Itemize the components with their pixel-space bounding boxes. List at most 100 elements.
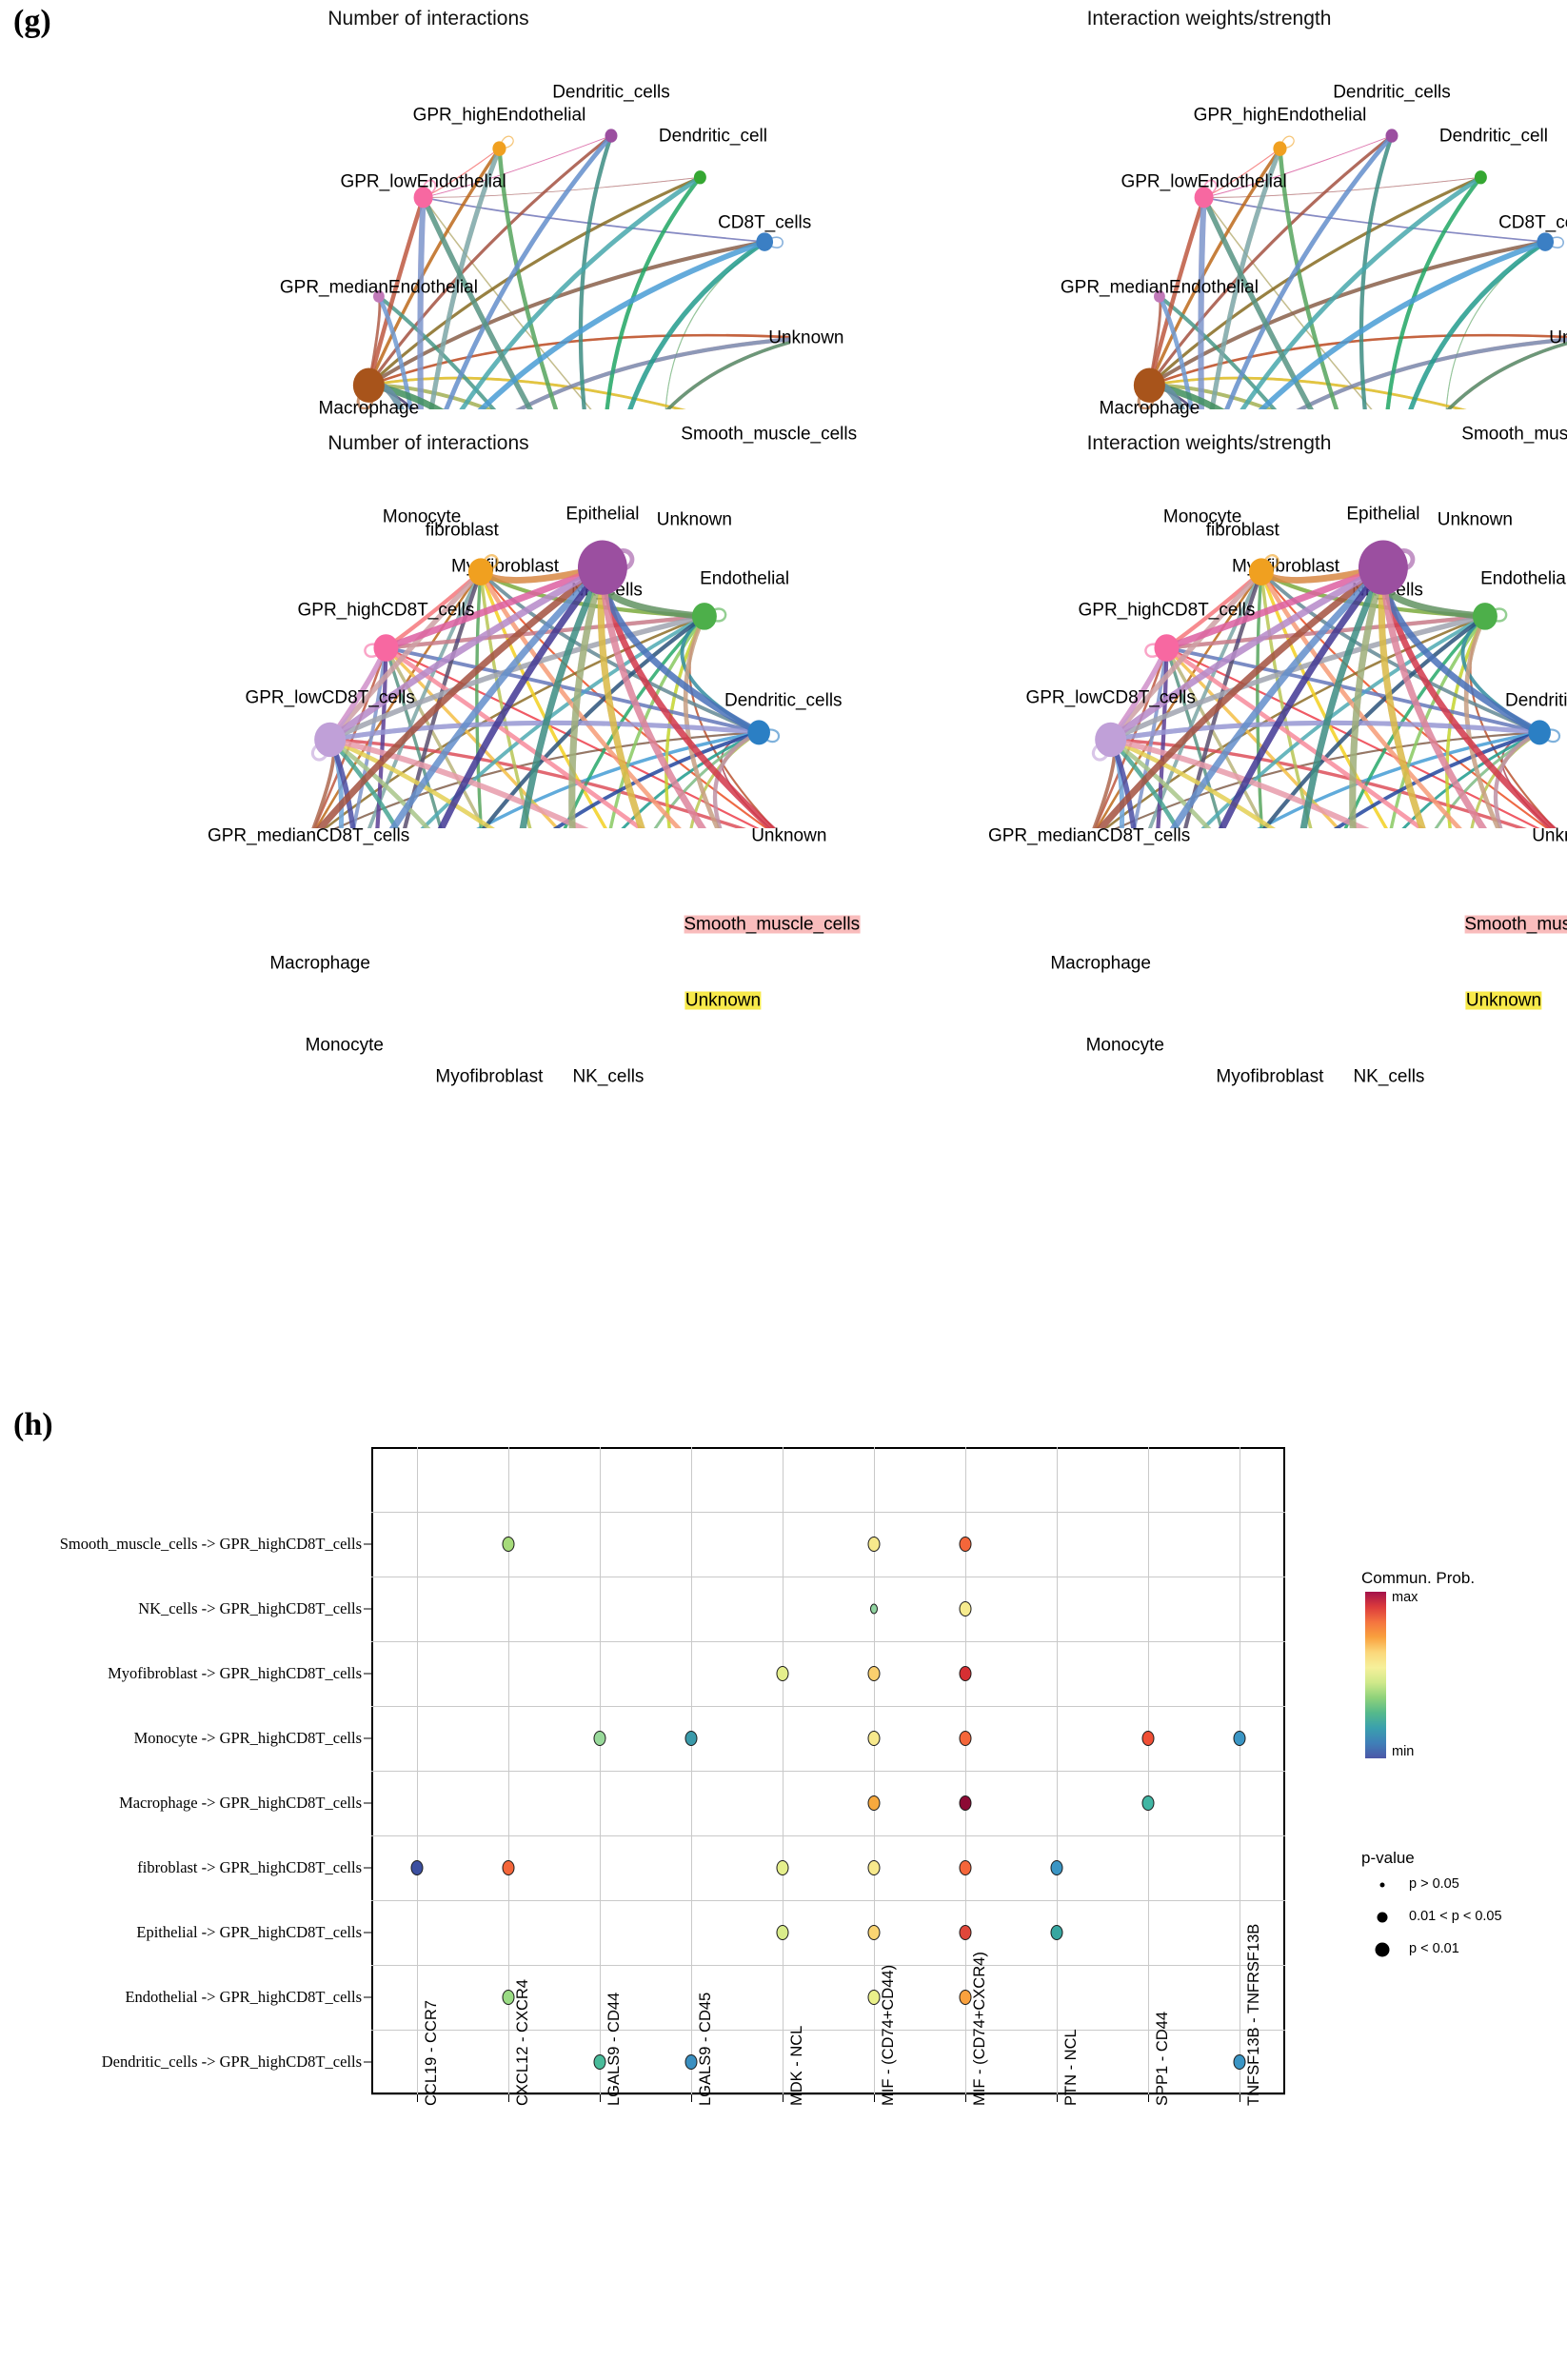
data-point[interactable] <box>593 2054 606 2070</box>
edge <box>384 645 762 735</box>
data-point[interactable] <box>1141 1731 1155 1746</box>
node-label: Endothelial <box>700 568 790 589</box>
node-macrophage <box>352 367 385 403</box>
edge <box>1445 241 1546 409</box>
grid-line-horizontal <box>371 1641 1285 1642</box>
node-label: Macrophage <box>269 953 370 974</box>
data-point[interactable] <box>1233 2054 1246 2070</box>
edge <box>1401 730 1541 828</box>
edge <box>444 133 614 409</box>
edge <box>327 613 707 743</box>
node-label: GPR_lowCD8T_cells <box>1025 687 1196 708</box>
data-point[interactable] <box>502 1537 515 1552</box>
node-gpr-medianendothelial <box>1154 289 1165 303</box>
data-point[interactable] <box>867 1795 881 1811</box>
y-axis-label: NK_cells -> GPR_highCD8T_cells <box>138 1599 362 1617</box>
x-axis-label: LGALS9 - CD44 <box>605 1992 623 2106</box>
edge <box>420 194 533 409</box>
grid-line-horizontal <box>371 1706 1285 1707</box>
data-point[interactable] <box>502 1860 515 1875</box>
node-label: GPR_medianEndothelial <box>279 277 478 298</box>
edge <box>664 241 765 409</box>
y-axis-label: Myofibroblast -> GPR_highCD8T_cells <box>108 1664 362 1682</box>
edge <box>1164 645 1542 735</box>
data-point[interactable] <box>1050 1925 1063 1940</box>
data-point[interactable] <box>1050 1860 1063 1875</box>
node-cd8t-cells <box>756 232 774 251</box>
node-label: Unknown <box>1549 327 1567 348</box>
data-point[interactable] <box>959 1666 972 1681</box>
data-point[interactable] <box>410 1860 424 1875</box>
node-label: GPR_highCD8T_cells <box>297 600 475 621</box>
data-point[interactable] <box>959 1990 972 2005</box>
data-point[interactable] <box>867 1925 881 1940</box>
data-point[interactable] <box>502 1990 515 2005</box>
node-fibroblast <box>467 558 493 585</box>
y-axis-label: fibroblast -> GPR_highCD8T_cells <box>137 1858 362 1876</box>
grid-line-horizontal <box>371 2094 1285 2095</box>
y-axis-label: Macrophage -> GPR_highCD8T_cells <box>119 1794 362 1812</box>
colorbar-min-label: min <box>1392 1744 1415 1759</box>
pvalue-legend-label: 0.01 < p < 0.05 <box>1409 1909 1502 1924</box>
edge <box>1434 730 1541 828</box>
data-point[interactable] <box>867 1537 881 1552</box>
node-gpr-highcd8t-cells <box>373 634 399 662</box>
data-point[interactable] <box>867 1666 881 1681</box>
edge <box>382 564 606 651</box>
data-point[interactable] <box>593 1731 606 1746</box>
edge <box>1162 564 1387 651</box>
data-point[interactable] <box>870 1603 878 1615</box>
x-axis-tick <box>508 2094 509 2102</box>
edge <box>1408 239 1548 409</box>
node-cd8t-cells <box>1537 232 1555 251</box>
node-label: GPR_highCD8T_cells <box>1078 600 1256 621</box>
data-point[interactable] <box>959 1795 972 1811</box>
data-point[interactable] <box>867 1990 881 2005</box>
node-label: CD8T_cells <box>718 212 812 233</box>
y-axis-label: Dendritic_cells -> GPR_highCD8T_cells <box>101 2053 362 2071</box>
data-point[interactable] <box>867 1731 881 1746</box>
node-label: Macrophage <box>1050 953 1151 974</box>
node-dendritic-cell <box>1474 170 1487 185</box>
x-axis-tick <box>874 2094 875 2102</box>
data-point[interactable] <box>867 1860 881 1875</box>
node-label: NK_cells <box>572 1066 645 1087</box>
edge <box>683 614 721 828</box>
data-point[interactable] <box>959 1537 972 1552</box>
data-point[interactable] <box>684 2054 698 2070</box>
node-label: fibroblast <box>1205 520 1279 541</box>
y-axis-tick <box>364 2061 371 2063</box>
edge <box>1259 569 1462 828</box>
data-point[interactable] <box>684 1731 698 1746</box>
edge <box>1445 614 1487 828</box>
edge <box>1107 613 1488 743</box>
edge <box>323 615 706 828</box>
node-label: NK_cells <box>1353 1066 1425 1087</box>
edge <box>1349 564 1387 828</box>
data-point[interactable] <box>776 1925 789 1940</box>
node-epithelial <box>1358 540 1408 595</box>
edge <box>1278 146 1339 409</box>
edge <box>1169 564 1387 828</box>
node-label: GPR_lowEndothelial <box>1121 171 1287 192</box>
edge <box>1147 240 1548 387</box>
node-label: Monocyte <box>382 506 462 527</box>
data-point[interactable] <box>959 1860 972 1875</box>
data-point[interactable] <box>776 1666 789 1681</box>
data-point[interactable] <box>959 1731 972 1746</box>
data-point[interactable] <box>959 1925 972 1940</box>
node-macrophage <box>1133 367 1165 403</box>
data-point[interactable] <box>776 1860 789 1875</box>
x-axis-tick <box>783 2094 784 2102</box>
edge <box>327 720 762 743</box>
data-point[interactable] <box>1233 1731 1246 1746</box>
edge <box>621 730 761 828</box>
edge <box>1258 239 1549 409</box>
node-label: CD8T_cells <box>1498 212 1567 233</box>
data-point[interactable] <box>959 1601 972 1616</box>
node-label: Dendritic_cell <box>1438 126 1548 147</box>
data-point[interactable] <box>1141 1795 1155 1811</box>
circle-plot-title: Interaction weights/strength <box>1086 8 1332 30</box>
x-axis-label: MIF - (CD74+CD44) <box>880 1964 897 2106</box>
